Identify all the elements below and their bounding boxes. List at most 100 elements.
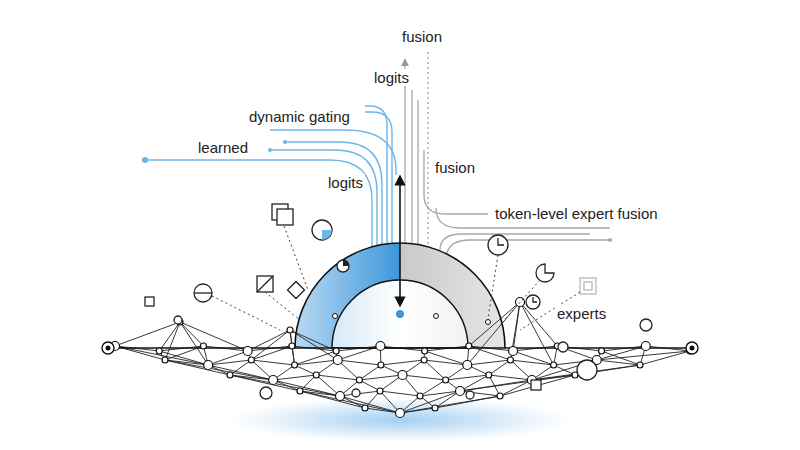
mesh-link [469,302,520,346]
mesh-link [115,346,208,365]
mesh-node [376,342,385,351]
mesh-node [356,377,362,383]
output-dot [608,238,612,242]
mesh-node [378,362,384,368]
mesh-node [297,388,303,394]
mesh-node [396,409,405,418]
mesh-link [380,391,420,396]
mesh-link [400,391,460,413]
mesh-node [269,376,278,385]
annotation-label: logits [372,69,411,86]
mesh-node [486,372,492,378]
mesh-node [200,343,206,349]
dome-port [434,314,439,319]
gating-arrow [399,180,401,302]
mesh-node [287,327,293,333]
input-dot [283,140,287,144]
mesh-link [273,380,340,396]
mesh-node [417,393,423,399]
annotation-label: fusion [433,159,477,176]
mesh-link [597,351,690,360]
mesh-link [273,375,316,380]
network-mesh [102,298,698,418]
mesh-node [551,362,557,368]
mesh-link [425,351,468,365]
mesh-link [400,396,500,413]
mesh-link [446,375,489,380]
mesh-link [251,330,290,360]
mesh-link [165,322,180,360]
mesh-link [165,360,273,380]
mesh-node [243,347,252,356]
mesh-node [333,348,339,354]
input-dot [142,157,148,163]
mesh-node [641,342,650,351]
mesh-node [227,372,233,378]
mesh-link [489,375,532,380]
annotation-label: dynamic gating [247,108,352,125]
dome-port [333,314,338,319]
annotation-label: token-level expert fusion [493,205,660,222]
mesh-node [336,392,345,401]
mesh-end [102,342,114,354]
mesh-node [509,347,518,356]
dome-port [486,320,491,325]
mesh-link [251,360,294,365]
annotation-label: experts [555,305,608,322]
mesh-node [599,348,605,354]
mesh-node [432,405,438,411]
mesh-node [362,405,368,411]
annotation-label: logits [326,174,365,191]
mesh-node [421,357,427,363]
mesh-link [460,375,575,391]
mesh-node [443,377,449,383]
mesh-link [467,302,520,365]
mesh-link [159,322,180,351]
mesh-node [398,371,407,380]
mesh-link [340,396,400,413]
mesh-link [180,322,203,346]
mesh-node [377,388,383,394]
mesh-node [313,372,319,378]
mesh-node [497,393,503,399]
mesh-link [532,360,597,380]
mesh-node [289,343,295,349]
mesh-link [500,375,575,396]
mesh-baseline [108,347,692,348]
mesh-link [520,302,557,346]
leader-lines [212,226,580,330]
annotation-label: fusion [400,28,444,45]
mesh-node [456,387,465,396]
mesh-node [162,357,168,363]
mesh-link [230,360,251,375]
mesh-node [422,348,428,354]
mesh-link [403,375,446,380]
mesh-end-dot [690,346,695,351]
mesh-link [180,322,208,365]
mesh-node [466,343,472,349]
mesh-link [597,360,640,365]
mesh-link [180,322,248,351]
mesh-link [300,391,400,413]
annotation-label: learned [196,139,250,156]
mesh-end-dot [106,346,111,351]
mesh-link [365,408,400,413]
mesh-link [424,360,446,380]
mesh-node [156,348,162,354]
center-dot [396,310,404,318]
mesh-node [204,361,213,370]
mesh-link [115,322,180,346]
expert-symbols [145,204,652,399]
mesh-link [316,375,359,380]
mesh-link [290,330,338,360]
input-dot [268,148,272,152]
mesh-link [489,360,511,375]
mesh-link [338,360,381,365]
mesh-link [424,360,467,365]
mesh-node [333,356,342,365]
mesh-link [230,375,340,396]
mesh-node [292,362,298,368]
mesh-end [686,342,698,354]
